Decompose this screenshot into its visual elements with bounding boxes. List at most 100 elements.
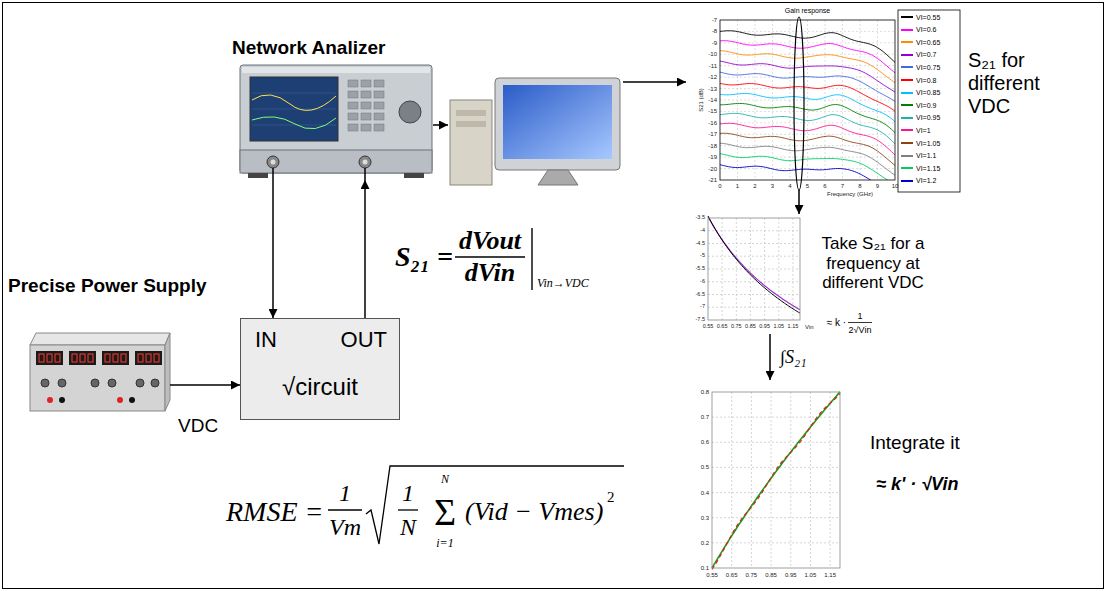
grid-line bbox=[708, 307, 800, 308]
display-digit bbox=[55, 354, 60, 362]
formula-text: ≈ k · bbox=[827, 318, 846, 328]
grid-line bbox=[810, 392, 811, 568]
axis-tick: -5 bbox=[700, 254, 705, 260]
instrument-key bbox=[361, 91, 371, 98]
evaluation-bar bbox=[531, 228, 532, 290]
instrument-key bbox=[348, 124, 358, 131]
supply-top bbox=[30, 333, 170, 345]
legend-text: VI=1.15 bbox=[916, 165, 940, 172]
legend-swatch bbox=[901, 129, 913, 131]
instrument-foot bbox=[248, 173, 268, 178]
grid-line bbox=[708, 230, 800, 231]
axis-tick: 0.65 bbox=[726, 572, 738, 578]
axis-tick: 4 bbox=[788, 183, 791, 189]
axis-tick: 8 bbox=[858, 183, 861, 189]
axis-tick: 0.95 bbox=[759, 324, 770, 330]
legend-entry: VI=0.65 bbox=[901, 37, 940, 47]
display-digit bbox=[113, 354, 118, 362]
instrument-key bbox=[361, 102, 371, 109]
display-digit bbox=[47, 354, 52, 362]
monitor-screen bbox=[503, 85, 612, 159]
instrument-key bbox=[374, 80, 384, 87]
integral-chart bbox=[712, 392, 840, 570]
circuit-name: √circuit bbox=[241, 373, 399, 401]
drive-slot bbox=[456, 121, 486, 127]
formula-text: N bbox=[441, 473, 449, 485]
axis-tick: 0.85 bbox=[765, 572, 777, 578]
axis-tick: 0.75 bbox=[731, 324, 742, 330]
axis-tick: 1.15 bbox=[824, 572, 836, 578]
legend-swatch bbox=[901, 155, 913, 157]
grid-line bbox=[708, 269, 800, 270]
legend-swatch bbox=[901, 92, 913, 94]
monitor-stand bbox=[538, 170, 578, 185]
display-digit bbox=[105, 354, 110, 362]
axis-tick: 0.75 bbox=[746, 572, 758, 578]
legend-entry: VI=0.9 bbox=[901, 100, 936, 110]
axis-tick: -5.5 bbox=[696, 266, 705, 272]
axis-tick: -10 bbox=[708, 51, 717, 57]
axis-tick: 0.6 bbox=[701, 439, 709, 445]
formula-text: Σ bbox=[434, 493, 456, 531]
supply-knob bbox=[136, 379, 144, 387]
legend-entry: VI=1.15 bbox=[901, 163, 940, 173]
grid-line bbox=[720, 134, 895, 135]
fraction-bar bbox=[848, 322, 872, 323]
instrument-key bbox=[374, 124, 384, 131]
instrument-knob bbox=[399, 101, 421, 123]
axis-tick: -4 bbox=[700, 228, 705, 234]
supply-front bbox=[30, 345, 165, 411]
grid-line bbox=[708, 243, 800, 244]
grid-line bbox=[755, 20, 756, 180]
grid-line bbox=[708, 281, 800, 282]
axis-title: S21 (dB) bbox=[698, 88, 704, 112]
axis-tick: 0.95 bbox=[785, 572, 797, 578]
display-digit bbox=[88, 354, 93, 362]
axis-tick: -11 bbox=[709, 63, 717, 69]
fit-curve bbox=[712, 392, 840, 568]
gain-curve bbox=[720, 113, 895, 144]
grid-line bbox=[720, 31, 895, 32]
plot-area bbox=[712, 392, 840, 568]
legend-box bbox=[898, 10, 960, 192]
supply-display bbox=[135, 351, 162, 365]
legend-swatch bbox=[901, 29, 913, 31]
supply-display bbox=[102, 351, 129, 365]
signal-arrow bbox=[798, 200, 800, 214]
formula-text: N bbox=[400, 515, 416, 539]
display-digit bbox=[138, 354, 143, 362]
legend-text: VI=0.8 bbox=[916, 77, 936, 84]
port-label: IN bbox=[255, 327, 277, 352]
axis-tick: 3 bbox=[771, 183, 774, 189]
instrument-key bbox=[348, 113, 358, 120]
legend-entry: VI=0.75 bbox=[901, 62, 940, 72]
axis-tick: -8 bbox=[712, 28, 717, 34]
grid-line bbox=[708, 294, 800, 295]
computer-tower bbox=[450, 100, 492, 185]
grid-line bbox=[778, 218, 779, 320]
axis-tick: -15 bbox=[708, 108, 717, 114]
rf-port bbox=[359, 156, 371, 168]
grid-line bbox=[712, 417, 840, 418]
legend-text: VI=0.65 bbox=[916, 39, 940, 46]
instrument-key bbox=[361, 124, 371, 131]
axis-tick: 6 bbox=[823, 183, 826, 189]
display-digit bbox=[39, 354, 44, 362]
root-sign bbox=[366, 466, 624, 544]
legend-swatch bbox=[901, 16, 913, 18]
s21-curve bbox=[708, 217, 800, 310]
screen-grid bbox=[252, 125, 336, 126]
instrument-key bbox=[348, 102, 358, 109]
screen-trace bbox=[252, 117, 336, 129]
plot-frame bbox=[712, 392, 840, 568]
legend-entry: VI=0.85 bbox=[901, 88, 940, 98]
legend-swatch bbox=[901, 41, 913, 43]
chart-title: Gain response bbox=[720, 7, 895, 15]
selection-ellipse bbox=[794, 17, 804, 190]
supply-knob bbox=[151, 379, 159, 387]
display-digit bbox=[121, 354, 126, 362]
legend-text: VI=0.9 bbox=[916, 102, 936, 109]
chart-node: Integrate it≈ k' · √Vin bbox=[688, 380, 846, 584]
instrument-key bbox=[374, 102, 384, 109]
legend-text: VI=0.55 bbox=[916, 14, 940, 21]
